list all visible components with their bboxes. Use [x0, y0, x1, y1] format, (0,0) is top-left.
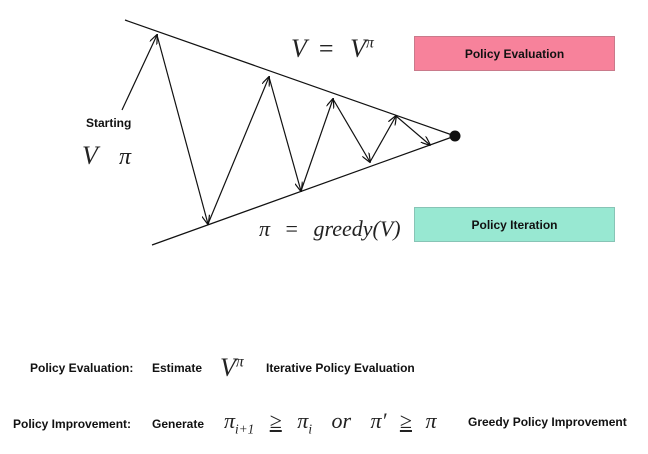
policy-iteration-box: Policy Iteration [414, 207, 615, 242]
legend-improvement-method: Greedy Policy Improvement [468, 415, 627, 429]
starting-label: Starting [86, 116, 132, 130]
legend-geq-1: ≥ [269, 408, 282, 433]
bottom-eq-equals: = [285, 216, 298, 241]
legend-evaluation-v: V [220, 353, 236, 382]
legend-or: or [331, 408, 352, 433]
convergence-point [449, 130, 461, 142]
legend-improvement-math: πi+1 ≥ πi or π′ ≥ π [224, 408, 437, 437]
legend-evaluation-action: Estimate [152, 361, 203, 375]
start-pi-symbol: π [119, 144, 132, 170]
bottom-eq-rhs: greedy(V) [313, 216, 401, 241]
bottom-eq-lhs: π [259, 216, 271, 241]
top-equation: V = Vπ [291, 34, 374, 64]
zigzag-arrow [207, 77, 269, 225]
lower-boundary-line [151, 135, 456, 246]
start-v-symbol: V [82, 141, 98, 170]
policy-evaluation-box-label: Policy Evaluation [464, 46, 565, 61]
zigzag-arrow [156, 34, 208, 224]
legend-evaluation-method: Iterative Policy Evaluation [266, 361, 415, 375]
legend-improvement-action: Generate [152, 417, 205, 431]
zigzag-arrow [300, 99, 333, 192]
legend-pi-1: π [224, 408, 236, 433]
top-eq-rhs: V [350, 34, 366, 63]
legend-improvement-label: Policy Improvement: [13, 417, 132, 431]
upper-boundary-line [124, 19, 456, 137]
legend-evaluation-math: Vπ [220, 353, 244, 383]
legend-pi-2-sub: i [308, 421, 312, 437]
top-eq-lhs: V [291, 34, 307, 63]
legend-pi-prime: π′ [370, 408, 387, 433]
legend-pi-1-sub: i+1 [235, 421, 255, 437]
zigzag-arrows [156, 34, 430, 225]
legend-evaluation-label: Policy Evaluation: [30, 361, 134, 375]
zigzag-arrow [369, 116, 396, 163]
zigzag-arrow [332, 98, 370, 162]
zigzag-arrow [395, 115, 430, 145]
zigzag-arrow [268, 76, 301, 191]
top-eq-rhs-sup: π [365, 34, 374, 52]
legend-pi-4: π [425, 408, 437, 433]
legend-geq-2: ≥ [399, 408, 412, 433]
policy-evaluation-box: Policy Evaluation [414, 36, 615, 71]
legend-pi-2: π [297, 408, 309, 433]
top-eq-equals: = [318, 34, 334, 63]
legend-evaluation-v-sup: π [235, 353, 244, 371]
bottom-equation: π = greedy(V) [259, 216, 401, 242]
policy-iteration-box-label: Policy Iteration [471, 217, 558, 232]
start-arrow [121, 35, 157, 111]
